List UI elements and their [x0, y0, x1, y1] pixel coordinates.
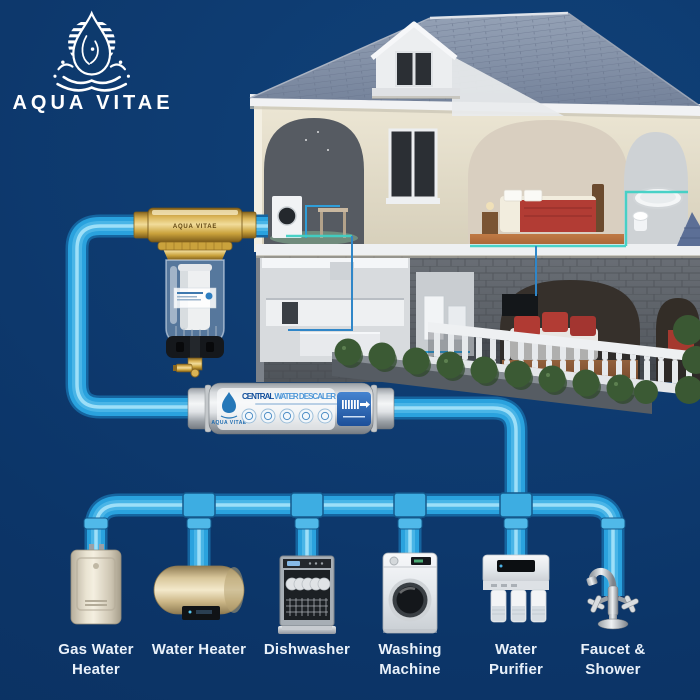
- descaler-blue-tag: [337, 392, 371, 426]
- laundry-room: [264, 118, 364, 245]
- descaler-feature-badges: [241, 408, 333, 424]
- descaler-brand-label: AQUA VITAE: [211, 420, 246, 426]
- garden-bushes: [332, 315, 700, 414]
- brand-logo-icon: [53, 10, 130, 92]
- descaler-title: CENTRAL WATER DESCALER: [242, 392, 336, 401]
- prefilter-drain-valve: [173, 357, 203, 378]
- prefilter-brand-label: AQUA VITAE: [173, 224, 217, 230]
- kitchen-room: [260, 258, 410, 362]
- appliance-label-gas-water-heater: Gas Water Heater: [58, 641, 134, 678]
- prefilter-brass-head: AQUA VITAE: [133, 207, 257, 260]
- brand-name: AQUA VITAE: [12, 92, 174, 114]
- descaler-brand-logo: AQUA VITAE: [211, 392, 246, 426]
- faucet-handle-left: [587, 595, 605, 613]
- dishwasher-icon: [278, 555, 336, 634]
- sediment-prefilter-device: AQUA VITAE: [133, 207, 257, 378]
- turret: [674, 212, 700, 254]
- pipe-tee-fittings: [83, 492, 626, 530]
- prefilter-clear-bowl: [165, 259, 225, 347]
- prefilter-bottom-cap: [166, 336, 224, 358]
- appliance-label-dishwasher: Dishwasher: [263, 641, 351, 658]
- interior-pipes: [286, 190, 688, 331]
- central-water-descaler-device: AQUA VITAE CENTRAL WATER DESCALER: [187, 382, 395, 435]
- upper-window: [386, 128, 440, 204]
- dormer: [370, 21, 460, 99]
- appliance-label-water-heater: Water Heater: [151, 641, 247, 658]
- appliance-label-water-purifier: Water Purifier: [488, 641, 544, 678]
- water-drop-icon: [72, 10, 112, 76]
- appliance-label-faucet-shower: Faucet & Shower: [580, 641, 646, 678]
- faucet-shower-icon: [586, 567, 639, 630]
- splash-waves-icon: [56, 63, 128, 92]
- roof-valley-panel: [452, 56, 564, 116]
- faucet-handle-right: [621, 595, 639, 613]
- washing-machine-icon: [382, 552, 438, 634]
- gas-water-heater-icon: [70, 544, 122, 625]
- house-illustration: [249, 11, 700, 414]
- water-heater-icon: [153, 565, 245, 620]
- appliance-label-washing-machine: Washing Machine: [378, 641, 442, 678]
- water-purifier-icon: [482, 554, 550, 623]
- roof: [249, 11, 700, 254]
